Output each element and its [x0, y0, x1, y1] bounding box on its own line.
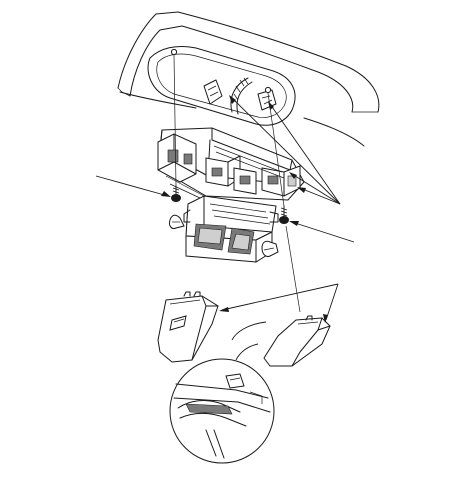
roof-panel	[117, 11, 380, 147]
detail-magnifier	[169, 321, 275, 464]
left-bulb	[169, 214, 185, 229]
console-bracket	[157, 127, 305, 201]
callout-clips-upper	[229, 95, 341, 205]
left-screw	[171, 185, 181, 202]
right-lens	[263, 315, 331, 367]
left-lens	[157, 291, 219, 363]
callout-left-screw	[95, 175, 171, 197]
alignment-lines	[173, 54, 301, 313]
right-bulb	[261, 240, 279, 257]
callout-right-screw	[289, 221, 355, 243]
right-screw	[279, 205, 289, 224]
console-housing	[183, 195, 279, 263]
callout-lenses	[219, 283, 339, 323]
